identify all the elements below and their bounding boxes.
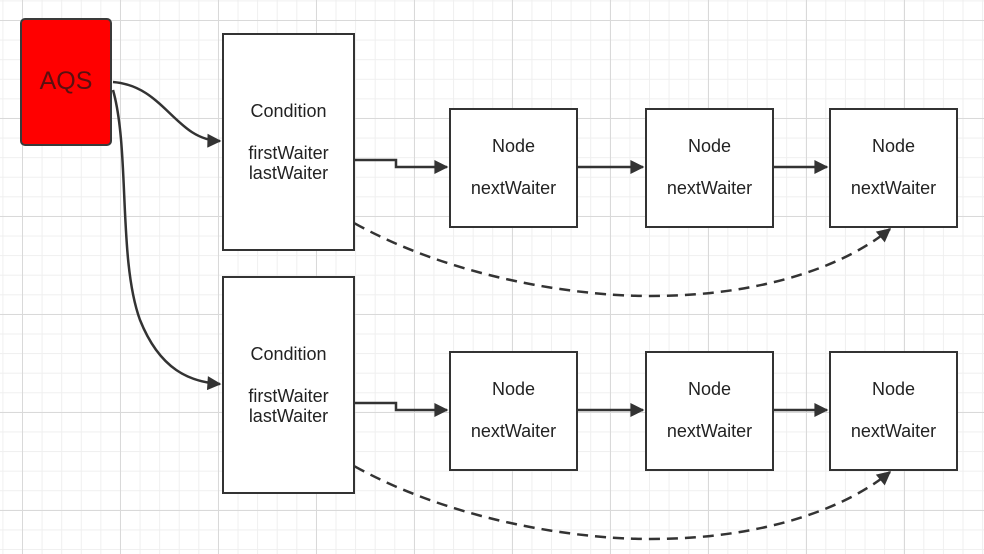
first-waiter-arrow-1 bbox=[340, 158, 449, 174]
first-waiter-arrow-2 bbox=[340, 401, 449, 417]
aqs-to-condition-1-arrow bbox=[112, 80, 222, 148]
last-waiter-label: lastWaiter bbox=[248, 163, 329, 183]
node-box-1-1[interactable]: Node nextWaiter bbox=[449, 108, 578, 228]
node-box-1-3[interactable]: Node nextWaiter bbox=[829, 108, 958, 228]
last-waiter-label: lastWaiter bbox=[248, 406, 329, 426]
condition-box-2[interactable]: Condition firstWaiter lastWaiter bbox=[222, 276, 355, 494]
node-title: Node bbox=[491, 379, 536, 399]
node-title: Node bbox=[491, 136, 536, 156]
aqs-label: AQS bbox=[39, 66, 93, 95]
aqs-to-condition-2-arrow bbox=[111, 89, 222, 391]
node-next-waiter-label: nextWaiter bbox=[850, 421, 937, 441]
first-waiter-label: firstWaiter bbox=[248, 143, 329, 163]
first-waiter-label: firstWaiter bbox=[248, 386, 329, 406]
condition-title: Condition bbox=[250, 344, 327, 364]
condition-title: Condition bbox=[250, 101, 327, 121]
node-title: Node bbox=[687, 136, 732, 156]
aqs-box[interactable]: AQS bbox=[20, 18, 112, 146]
node-title: Node bbox=[871, 379, 916, 399]
last-waiter-dashed-arrow-1 bbox=[294, 182, 892, 298]
node-box-2-2[interactable]: Node nextWaiter bbox=[645, 351, 774, 471]
condition-box-1[interactable]: Condition firstWaiter lastWaiter bbox=[222, 33, 355, 251]
last-waiter-dashed-arrow-2 bbox=[294, 425, 892, 541]
node-box-2-1[interactable]: Node nextWaiter bbox=[449, 351, 578, 471]
node-next-waiter-label: nextWaiter bbox=[470, 178, 557, 198]
node-box-1-2[interactable]: Node nextWaiter bbox=[645, 108, 774, 228]
node-title: Node bbox=[871, 136, 916, 156]
node-box-2-3[interactable]: Node nextWaiter bbox=[829, 351, 958, 471]
node-title: Node bbox=[687, 379, 732, 399]
node-next-waiter-label: nextWaiter bbox=[666, 178, 753, 198]
node-next-waiter-label: nextWaiter bbox=[666, 421, 753, 441]
node-next-waiter-label: nextWaiter bbox=[850, 178, 937, 198]
node-next-waiter-label: nextWaiter bbox=[470, 421, 557, 441]
